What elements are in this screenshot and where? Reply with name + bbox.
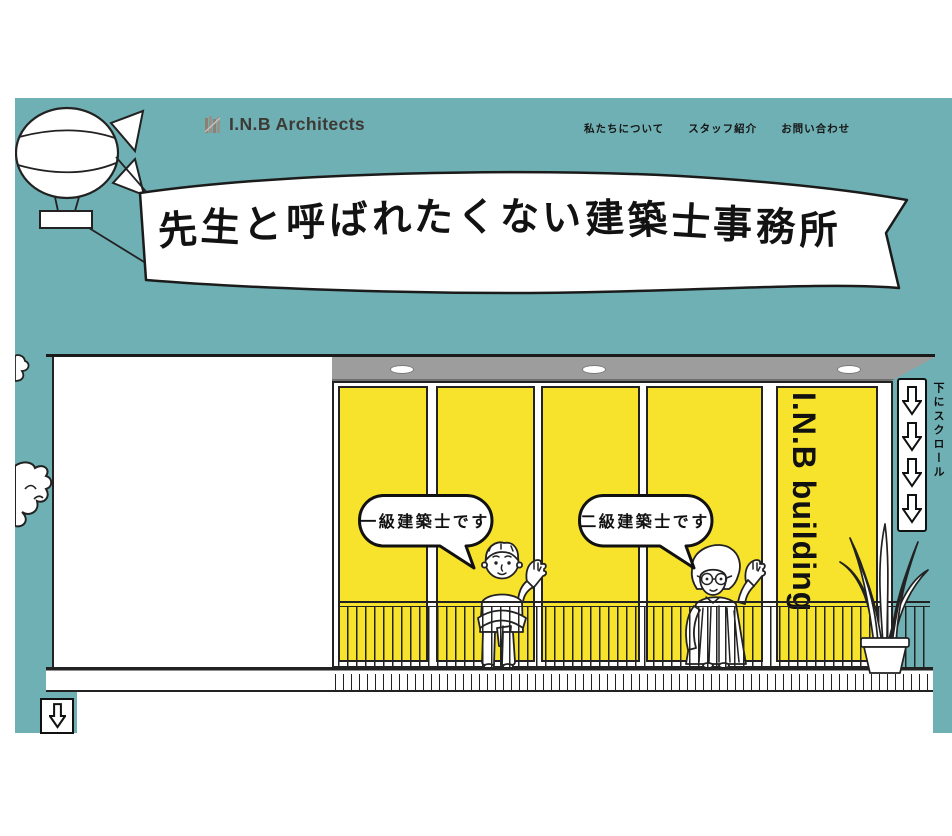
balcony-rail-bars (338, 607, 930, 667)
nav-staff[interactable]: スタッフ紹介 (688, 123, 758, 135)
banner-char: 士 (669, 199, 711, 246)
banner-char: な (499, 195, 540, 239)
banner-char: ば (328, 198, 369, 243)
banner-char: 建 (584, 196, 626, 242)
balcony-slab-tiles (335, 674, 933, 690)
scroll-indicator (897, 378, 927, 532)
cloud-icon (15, 354, 30, 382)
main-nav: 私たちについて スタッフ紹介 お問い合わせ (584, 121, 850, 136)
speech-bubble-right (578, 494, 714, 570)
lower-floor-wall (77, 692, 933, 733)
nav-about[interactable]: 私たちについて (584, 123, 665, 135)
banner-char: と (242, 202, 284, 248)
logo[interactable]: I.N.B Architects (204, 114, 365, 135)
banner-char: 所 (798, 208, 839, 253)
ceiling-light-icon (837, 365, 861, 374)
banner-char: 先 (156, 207, 199, 254)
speech-bubble-left (358, 494, 494, 570)
logo-text: I.N.B Architects (229, 114, 366, 134)
banner-char: く (456, 194, 498, 240)
banner-char: 務 (756, 206, 796, 250)
down-arrow-icon (902, 494, 922, 524)
logo-mark-icon (204, 115, 221, 133)
ceiling-light-icon (582, 365, 606, 374)
banner-char: 築 (626, 197, 669, 244)
lower-scroll-indicator (40, 698, 74, 734)
banner-char: 事 (712, 202, 754, 248)
down-arrow-icon (902, 422, 922, 452)
down-arrow-icon (902, 386, 922, 416)
banner-char: い (542, 195, 582, 240)
banner-char: れ (370, 196, 412, 242)
banner-char: 生 (199, 204, 242, 251)
banner-text: 先生と呼ばれたくない建築士事務所 (156, 194, 839, 264)
banner-char: 呼 (286, 200, 326, 244)
building-fascia (332, 357, 935, 381)
ceiling-light-icon (390, 365, 414, 374)
down-arrow-icon (902, 458, 922, 488)
building-roofline (46, 354, 935, 357)
cloud-icon (15, 461, 53, 528)
plant-icon (839, 523, 929, 674)
banner-char: た (412, 194, 455, 241)
bubble-left-label: 一級建築士です (360, 514, 490, 531)
down-arrow-icon (48, 703, 66, 729)
balcony-rail (338, 601, 930, 607)
nav-contact[interactable]: お問い合わせ (781, 123, 851, 135)
scroll-hint-label: 下にスクロール (932, 382, 944, 480)
building-wall (52, 357, 334, 668)
bubble-right-label: 二級建築士です (580, 514, 710, 531)
blimp-icon (15, 106, 150, 266)
banner-ribbon (138, 170, 909, 295)
